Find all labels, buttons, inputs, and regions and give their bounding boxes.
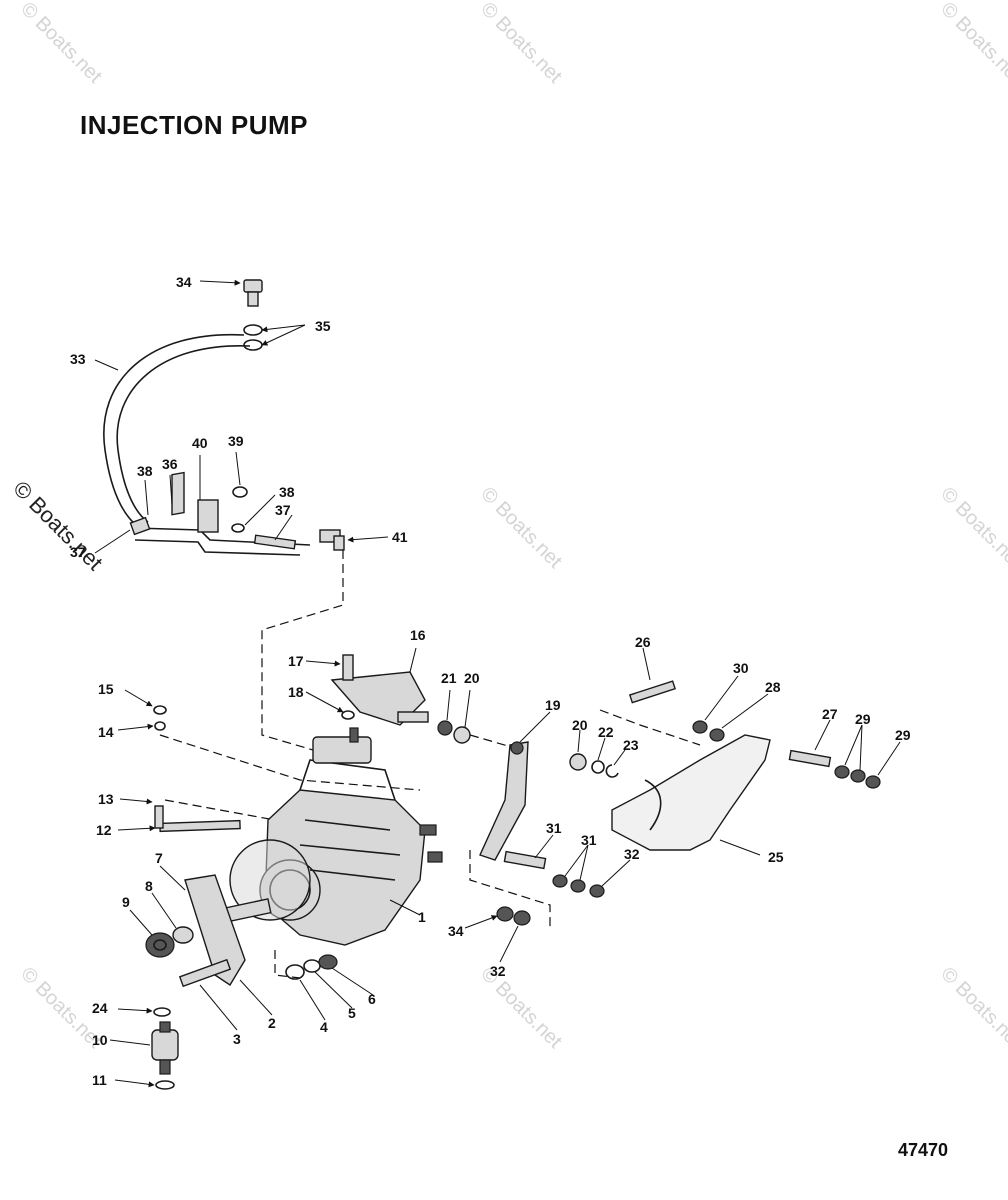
callout-label: 5 <box>348 1005 356 1021</box>
callout-label: 36 <box>162 456 178 472</box>
callout-label: 13 <box>98 791 114 807</box>
callout-label: 9 <box>122 894 130 910</box>
injection-pump-body <box>229 727 443 946</box>
callout-label: 20 <box>572 717 588 733</box>
callout-label: 3 <box>233 1031 241 1047</box>
watermark-mid-center: © Boats.net <box>476 483 566 573</box>
callout-label: 38 <box>137 463 153 479</box>
callout-label: 29 <box>855 711 871 727</box>
callout-label: 27 <box>822 706 838 722</box>
callout-label: 35 <box>315 318 331 334</box>
callout-label: 22 <box>598 724 614 740</box>
callout-label: 31 <box>581 832 597 848</box>
watermark-top-center: © Boats.net <box>476 0 566 88</box>
callout-label: 19 <box>545 697 561 713</box>
callout-label: 2 <box>268 1015 276 1031</box>
leader-lines <box>94 279 901 1088</box>
callout-label: 24 <box>92 1000 108 1016</box>
callout-label: 31 <box>546 820 562 836</box>
watermark-bottom-right: © Boats.net <box>936 963 1008 1053</box>
watermarks: © Boats.net © Boats.net © Boats.net © Bo… <box>8 0 1008 1053</box>
callout-label: 6 <box>368 991 376 1007</box>
fuel-return-hose <box>103 333 251 529</box>
callout-label: 39 <box>228 433 244 449</box>
callout-label: 32 <box>490 963 506 979</box>
callout-label: 37 <box>275 502 291 518</box>
callout-label: 12 <box>96 822 112 838</box>
callout-label: 33 <box>70 351 86 367</box>
watermark-top-left: © Boats.net <box>16 0 106 88</box>
callout-label: 38 <box>279 484 295 500</box>
callout-label: 34 <box>448 923 464 939</box>
callout-label: 7 <box>155 850 163 866</box>
watermark-mid-right: © Boats.net <box>936 483 1008 573</box>
callout-label: 21 <box>441 670 457 686</box>
callout-label: 8 <box>145 878 153 894</box>
page-title: INJECTION PUMP <box>80 110 309 140</box>
watermark-top-right: © Boats.net <box>936 0 1008 88</box>
callout-label: 15 <box>98 681 114 697</box>
fuel-shutoff-solenoid <box>151 1007 179 1090</box>
callout-label: 16 <box>410 627 426 643</box>
banjo-bolt <box>243 279 263 307</box>
watermark-mid-left: © Boats.net <box>8 476 107 575</box>
callout-label: 41 <box>392 529 408 545</box>
callout-label: 25 <box>768 849 784 865</box>
callout-label: 17 <box>288 653 304 669</box>
callout-label: 10 <box>92 1032 108 1048</box>
callout-label: 34 <box>176 274 192 290</box>
document-number: 47470 <box>898 1140 949 1160</box>
callout-label: 29 <box>895 727 911 743</box>
elbow-fitting <box>319 529 345 551</box>
callout-label: 32 <box>624 846 640 862</box>
fuel-pipe-assembly <box>129 471 311 556</box>
callout-label: 11 <box>92 1072 107 1088</box>
callout-label: 40 <box>192 435 208 451</box>
callout-label: 1 <box>418 909 426 925</box>
callout-label: 20 <box>464 670 480 686</box>
callout-label: 14 <box>98 724 114 740</box>
callout-label: 28 <box>765 679 781 695</box>
callout-label: 4 <box>320 1019 328 1035</box>
callout-label: 23 <box>623 737 639 753</box>
callout-label: 26 <box>635 634 651 650</box>
callout-label: 37 <box>70 544 86 560</box>
callout-label: 18 <box>288 684 304 700</box>
callout-labels: 34 35 33 40 39 36 38 38 37 37 41 16 17 1… <box>70 274 911 1088</box>
callout-label: 30 <box>733 660 749 676</box>
